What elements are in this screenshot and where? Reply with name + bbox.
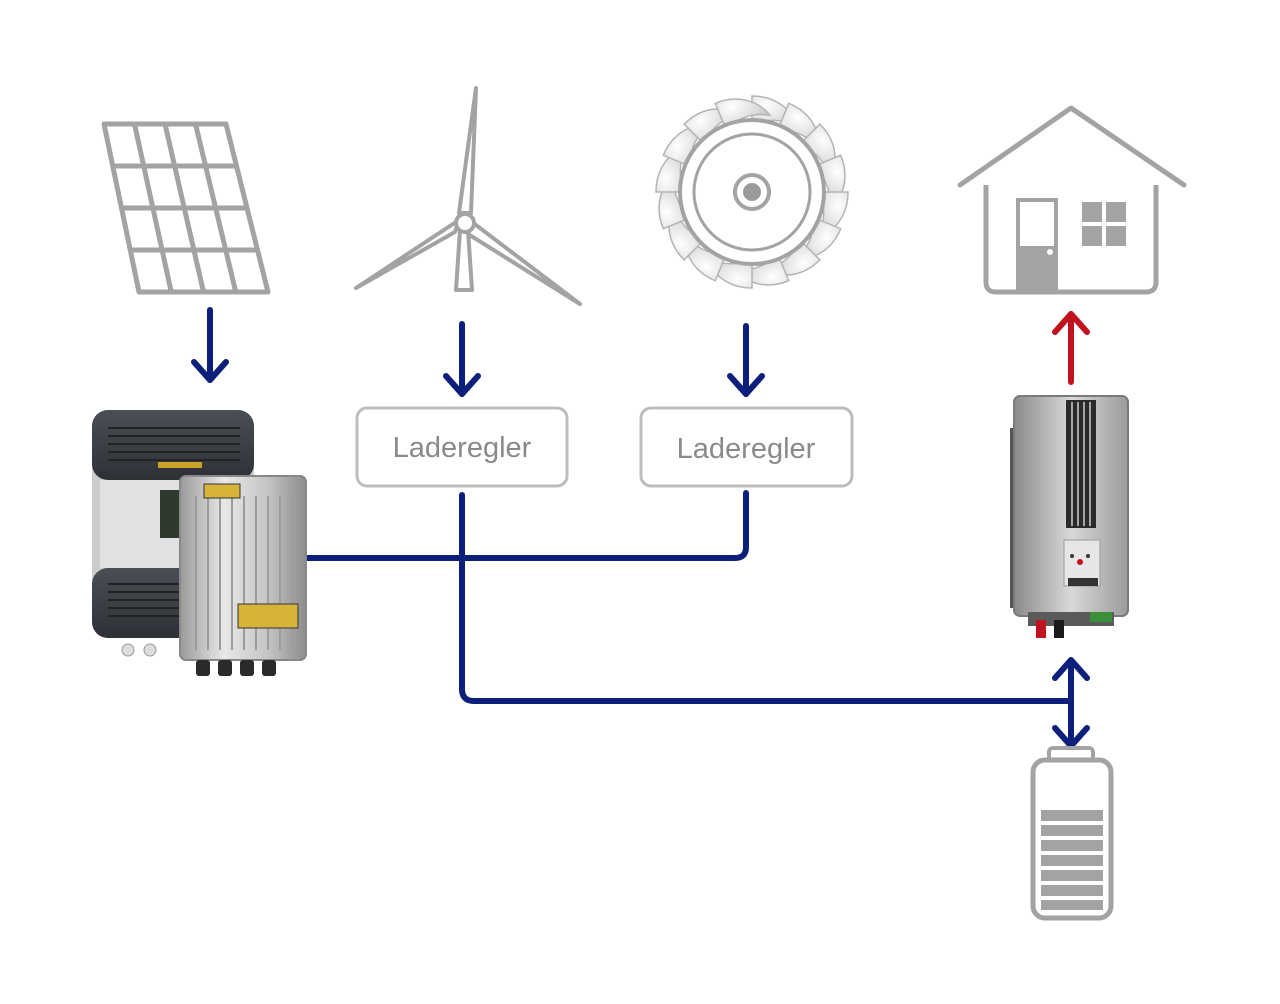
line-controller-1-to-battery bbox=[459, 492, 1071, 704]
charge-controller-1-label: Laderegler bbox=[393, 432, 532, 464]
charge-controller-2-label: Laderegler bbox=[677, 433, 816, 465]
solar-charge-controller-icon bbox=[179, 475, 307, 676]
arrow-solar-down bbox=[191, 307, 229, 383]
battery-icon bbox=[1030, 746, 1114, 921]
connection-lines bbox=[302, 490, 1071, 704]
line-inverter-to-controller-2 bbox=[302, 490, 749, 561]
sine-inverter-icon bbox=[1010, 395, 1129, 638]
water-turbine-icon bbox=[655, 95, 849, 289]
flow-arrows bbox=[191, 307, 1090, 749]
wind-turbine-icon bbox=[354, 86, 582, 306]
arrow-water-down bbox=[727, 323, 765, 397]
solar-panel-icon bbox=[101, 121, 271, 295]
house-icon bbox=[957, 105, 1187, 295]
arrow-wind-down bbox=[443, 321, 481, 397]
charge-controller-2: Laderegler bbox=[639, 406, 854, 488]
arrow-to-house bbox=[1052, 311, 1090, 385]
charge-controller-1: Laderegler bbox=[355, 406, 569, 488]
